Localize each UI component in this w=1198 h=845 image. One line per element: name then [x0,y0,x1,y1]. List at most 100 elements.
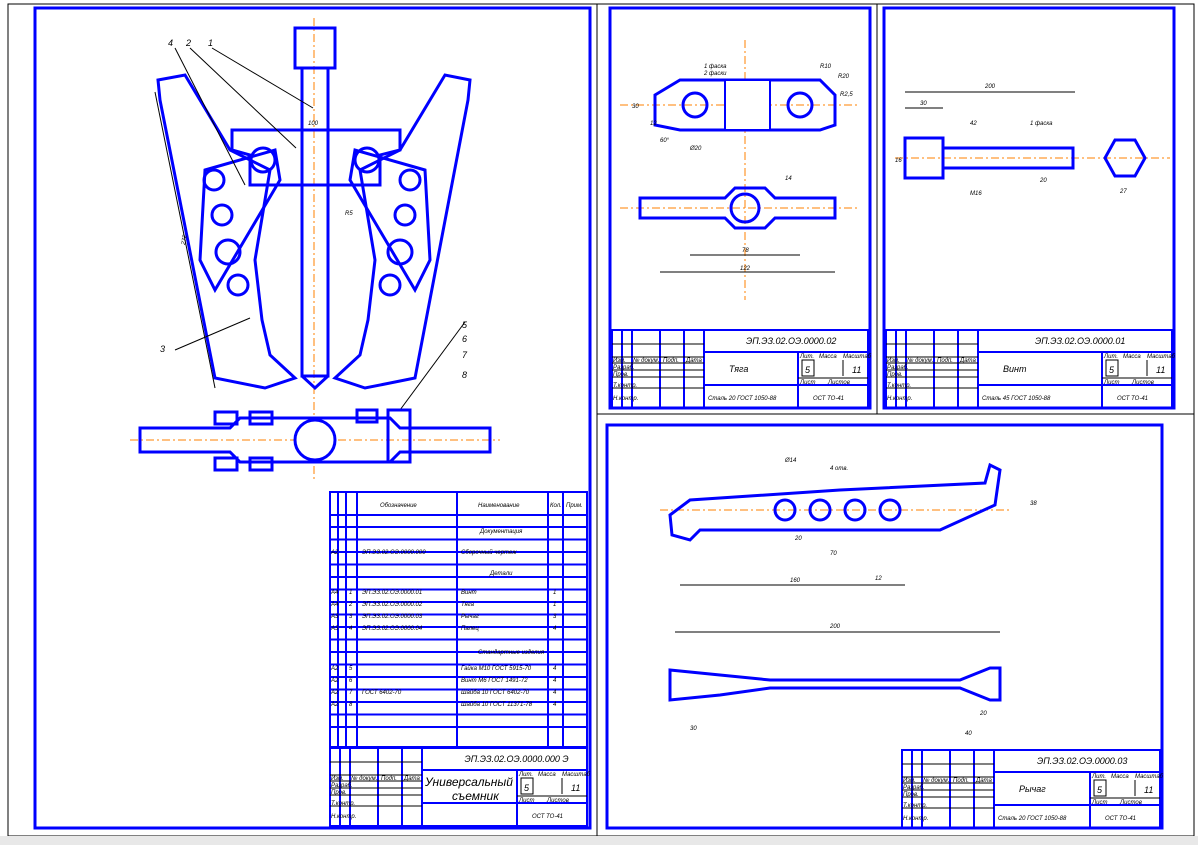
sheets-total: 11 [1144,785,1153,795]
spec-cell-name: Тяга [461,602,475,608]
stamp-label: Масса [1111,774,1129,780]
stamp-label: Изм. [887,358,900,364]
drawing-title: Тяга [729,364,748,374]
stamp-label: Дата [975,778,992,784]
spec-header: Наименование [478,503,520,509]
stamp-label: Листов [827,380,850,386]
dimension: 122 [740,266,751,272]
stamp-label: Н.контр. [903,816,928,822]
stamp-label: Дата [403,776,420,782]
stamp-label: Н.контр. [887,396,912,402]
spec-cell-name: Шайба 10 ГОСТ 11371-78 [461,701,533,708]
sheets-total: 11 [1156,365,1165,375]
stamp-label: Лит. [1091,774,1106,780]
dimension: M16 [970,191,982,197]
standard: ОСТ ТО-41 [1105,816,1136,822]
stamp-label: Масса [819,354,837,360]
assembly-top-view [138,416,492,464]
drawing-code: ЭП.ЭЗ.02.ОЭ.0000.01 [1035,336,1125,346]
vint-shaft [941,146,1075,170]
link-left [198,148,282,294]
spec-cell-pos: 2 [348,602,353,608]
material: Сталь 20 ГОСТ 1050-88 [708,396,777,402]
stamp-label: Изм. [613,358,626,364]
stamp-label: Масштаб [843,354,872,360]
dimension: 78 [742,248,749,254]
dimension: 60° [660,138,670,144]
dimension: R20 [838,74,850,80]
stamp-label: Листов [1131,380,1154,386]
assembly-frame [33,6,592,830]
stamp-label: Подп. [381,776,397,782]
stamp-label: Разраб. [613,365,635,371]
spec-cell-zone: А2 [330,702,339,708]
stamp-label: Подп. [953,778,969,784]
stamp-label: Масштаб [1135,774,1164,780]
dimension: 12 [650,121,657,127]
stamp-label: Разраб. [331,783,353,789]
rychag-top-view [668,666,1002,702]
stamp-label: Т.контр. [331,801,355,807]
tyaga-section [724,79,771,131]
dimension: 200 [984,84,996,90]
stamp-label: Пров. [613,372,629,378]
dimension: Ø20 [689,146,702,152]
stamp-label: Лит. [518,772,533,778]
traverse [230,128,402,187]
dimension: 38 [1030,501,1037,507]
letter: 5 [805,365,811,375]
stamp-label: Н.контр. [331,814,356,820]
spec-header: Обозначение [380,503,417,509]
dimension: 12 [875,576,882,582]
dimension: 16 [895,158,902,164]
standard: ОСТ ТО-41 [1117,396,1148,402]
stamp-label: Лист [799,380,815,386]
dimension: 200 [829,624,841,630]
stamp-label: Лит. [799,354,814,360]
drawing-title: Рычаг [1019,784,1046,794]
spec-cell-qty: 4 [553,666,557,672]
spec-cell-zone: А2 [330,690,339,696]
spec-cell-name: Сборочный чертеж [461,549,517,556]
stamp-label: Листов [1119,800,1142,806]
dimension: 160 [790,578,801,584]
drawing-code: ЭП.ЭЗ.02.ОЭ.0000.000 Э [465,754,569,764]
screw-section [293,418,337,462]
drawing-code: ЭП.ЭЗ.02.ОЭ.0000.03 [1037,756,1127,766]
stamp-label: № докум. [923,777,949,784]
leader-label: 8 [462,370,467,380]
stamp-label: Н.контр. [613,396,638,402]
pin-holes [202,146,422,297]
dimension: Ø14 [784,458,797,464]
stamp-label: Подп. [663,358,679,364]
dimension: 40 [965,731,972,737]
spec-cell-qty: 3 [553,614,557,620]
spec-cell-pos: 7 [349,690,353,696]
dimension: 30 [920,101,927,107]
stamp-label: № докум. [633,357,659,364]
stamp-label: Листов [546,798,569,804]
stamp-label: Пров. [887,372,903,378]
leader-label: 1 [208,38,213,48]
spec-cell-qty: 1 [553,590,556,596]
material: Сталь 20 ГОСТ 1050-88 [998,816,1067,822]
drawing-title: Универсальный [424,775,513,789]
spec-cell-qty: 4 [553,690,557,696]
dimension: R5 [345,211,353,217]
status-strip [0,836,1198,845]
leader-lines [154,47,466,411]
spec-cell-name: Рычаг [461,614,479,620]
stamp-label: Изм. [903,778,916,784]
spec-header: Прим. [566,503,583,509]
spec-section: Документация [479,529,523,535]
stamp-label: Пров. [903,792,919,798]
leader-label: 5 [462,320,468,330]
spec-cell-designation: ЭП.ЭЗ.02.ОЭ.0000.02 [362,602,423,608]
spec-header: Кол. [550,503,562,509]
lever-left [156,73,298,390]
stamp-label: Лист [1103,380,1119,386]
